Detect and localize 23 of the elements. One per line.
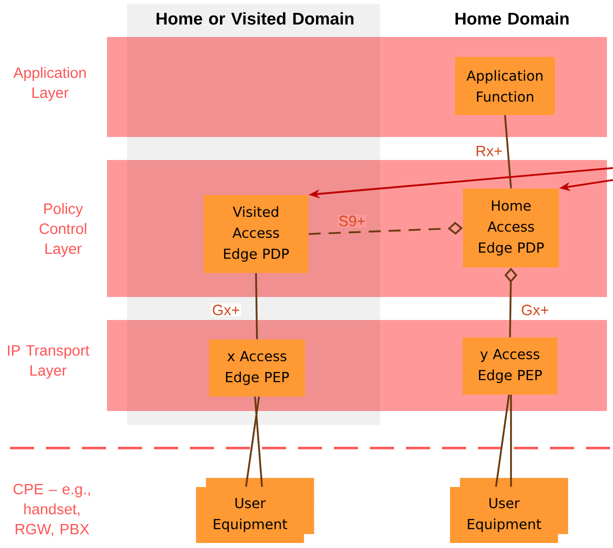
function-box: y Access Edge PEP — [462, 338, 558, 394]
edge-label: Gx+ — [211, 304, 241, 316]
user-equipment-box: User Equipment — [450, 478, 568, 543]
header-text: Home or Visited Domain — [156, 12, 354, 25]
connector-line — [510, 394, 512, 487]
layer-label: Application Layer — [13, 67, 86, 101]
connector-line — [495, 394, 510, 487]
function-box: Visited Access Edge PDP — [204, 195, 308, 273]
connector-line — [254, 396, 263, 487]
function-box: Application Function — [455, 57, 555, 115]
connector-line — [504, 115, 512, 188]
layer-label: CPE – e.g., handset, RGW, PBX — [14, 484, 90, 536]
edge-label: S9+ — [337, 214, 367, 228]
user-equipment-box: User Equipment — [196, 478, 314, 543]
layer-label: IP Transport Layer — [8, 345, 90, 379]
function-box: x Access Edge PEP — [209, 340, 305, 396]
connector-line — [245, 396, 260, 487]
layer-label: Policy Control Layer — [40, 203, 86, 257]
function-box: Home Access Edge PDP — [463, 188, 559, 268]
header-text: Home Domain — [456, 12, 569, 25]
edge-label: Rx+ — [474, 144, 504, 158]
connector-line — [255, 273, 258, 340]
edge-label: Gx+ — [520, 304, 550, 316]
